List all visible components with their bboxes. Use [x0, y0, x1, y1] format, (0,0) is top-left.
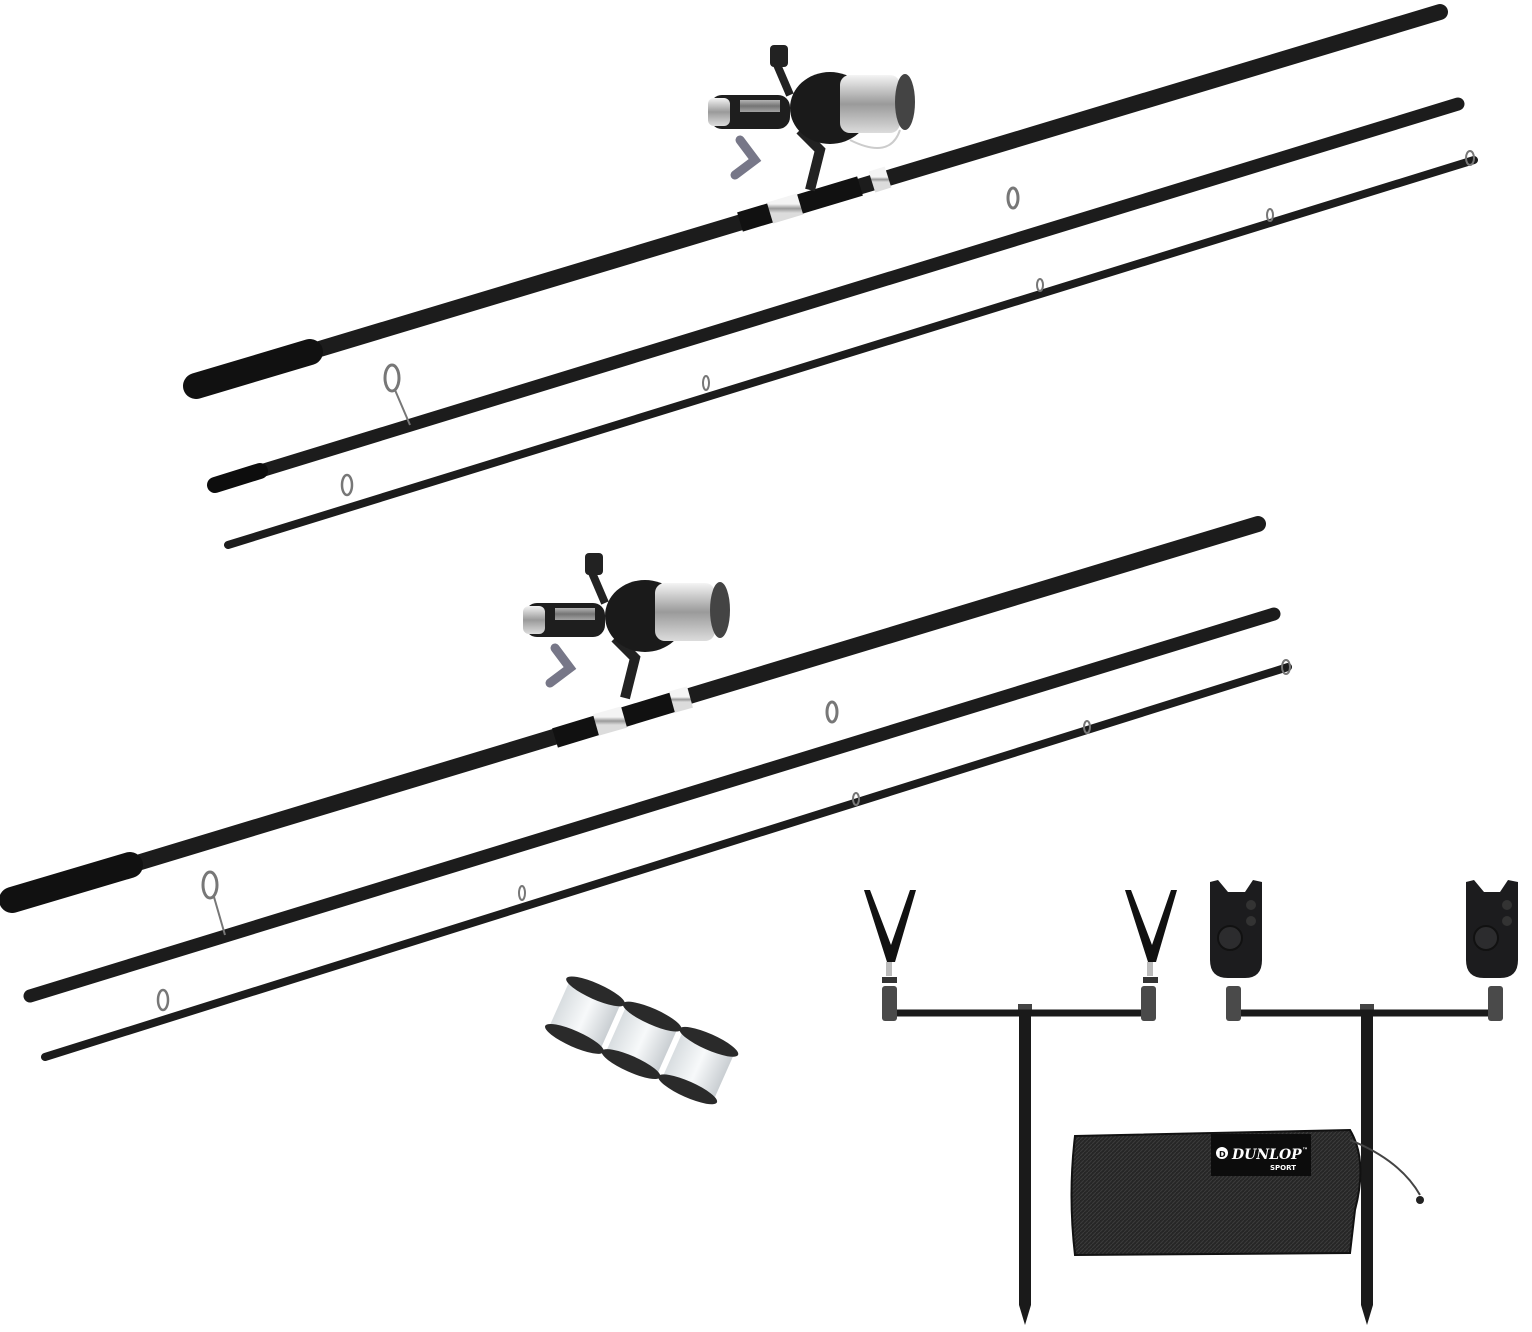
brand-trademark: ™ — [1302, 1147, 1308, 1154]
brand-name: DUNLOP — [1231, 1147, 1302, 1163]
rod-set-1 — [183, 4, 1478, 549]
bite-alarm-stand — [1210, 880, 1518, 1325]
spool — [601, 1001, 682, 1080]
rod-guide — [1036, 278, 1044, 292]
rod-tip-guide — [1465, 150, 1475, 166]
rod-guide — [852, 792, 860, 806]
rod-guide — [1006, 186, 1020, 210]
bite-alarm-left — [1210, 880, 1262, 978]
rod-tip-guide — [1281, 659, 1291, 675]
line-spools — [545, 976, 739, 1105]
rod-tip-section — [41, 659, 1292, 1061]
rod-guide — [1083, 720, 1091, 734]
carry-bag: D DUNLOP ™ SPORT — [1070, 1128, 1424, 1257]
dunlop-logo-icon — [1216, 1147, 1228, 1159]
rod-tip-section — [224, 150, 1478, 549]
svg-text:D: D — [1219, 1150, 1226, 1159]
bite-alarm-right — [1466, 880, 1518, 978]
rod-rest-stand — [864, 890, 1177, 1325]
rod-guide — [518, 885, 526, 901]
brand-subtitle: SPORT — [1270, 1164, 1296, 1172]
v-rest-left — [864, 890, 916, 983]
v-rest-right — [1125, 890, 1177, 983]
rod-butt-section — [183, 4, 1448, 399]
rod-middle-section — [23, 607, 1281, 1003]
rod-guide — [825, 700, 839, 724]
rod-guide — [1266, 208, 1274, 222]
rod-guide — [156, 988, 170, 1012]
rod-middle-section — [207, 97, 1465, 493]
rod-guide — [340, 473, 354, 497]
spool — [658, 1026, 739, 1105]
reel — [523, 553, 730, 700]
brand-label: D DUNLOP ™ SPORT — [1211, 1134, 1311, 1176]
rod-butt-section — [0, 516, 1266, 913]
reel — [708, 45, 915, 192]
rod-set-2 — [0, 516, 1292, 1061]
rod-guide — [201, 870, 219, 900]
spool — [545, 976, 625, 1054]
rod-guide — [702, 375, 710, 391]
rod-guide — [383, 363, 401, 393]
